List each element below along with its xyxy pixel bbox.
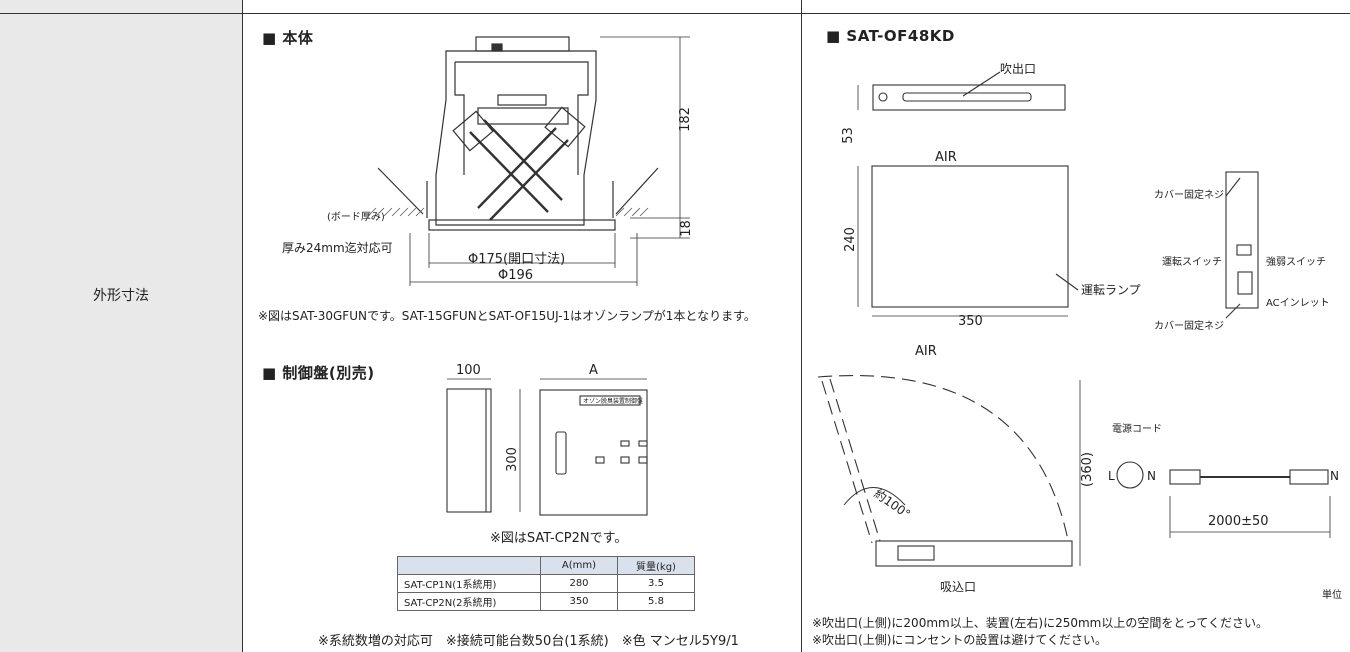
- dim-flange-18: 18: [678, 220, 694, 237]
- table-row: SAT-CP2N(2系統用) 350 5.8: [397, 592, 695, 611]
- control-panel-drawing: [446, 378, 648, 516]
- unit-label: 単位: [1322, 590, 1342, 601]
- dim-depth-100: 100: [456, 363, 481, 378]
- main-unit-heading: ■ 本体: [262, 29, 314, 47]
- dim-height-300: 300: [504, 447, 520, 472]
- table-cell: 280: [540, 574, 618, 593]
- control-panel-caption: ※図はSAT-CP2Nです。: [490, 531, 628, 546]
- table-header-cell: A(mm): [540, 556, 618, 575]
- panel-label: オゾン脱臭装置制御盤: [583, 398, 644, 405]
- top-rule: [0, 13, 1350, 14]
- cord-length: 2000±50: [1208, 514, 1269, 529]
- of48-heading: ■ SAT-OF48KD: [826, 27, 955, 45]
- divider-middle: [801, 0, 802, 652]
- table-header-row: A(mm) 質量(kg): [397, 556, 695, 575]
- table-header-cell: [397, 556, 541, 575]
- table-cell: 3.5: [617, 574, 695, 593]
- dim-350: 350: [958, 314, 983, 329]
- outlet-label: 吹出口: [1000, 62, 1037, 76]
- row-label-cell: [0, 0, 242, 652]
- table-cell: SAT-CP2N(2系統用): [397, 592, 541, 611]
- ac-inlet-label: ACインレット: [1266, 298, 1330, 309]
- plug-l-label: L: [1108, 469, 1115, 483]
- table-header-cell: 質量(kg): [617, 556, 695, 575]
- table-row: SAT-CP1N(1系統用) 280 3.5: [397, 574, 695, 593]
- dim-360: (360): [1079, 452, 1095, 487]
- dim-240: 240: [842, 227, 858, 252]
- dim-opening: Φ175(開口寸法): [468, 252, 566, 267]
- control-panel-footnote: ※系統数増の対応可 ※接続可能台数50台(1系統) ※色 マンセル5Y9/1: [318, 634, 739, 649]
- dim-outer: Φ196: [498, 268, 534, 283]
- cord-title: 電源コード: [1112, 424, 1162, 435]
- row-label: 外形寸法: [93, 288, 149, 304]
- of48-note-2: ※吹出口(上側)にコンセントの設置は避けてください。: [812, 633, 1108, 647]
- main-unit-drawing: [367, 36, 690, 286]
- cover-screw-top-label: カバー固定ネジ: [1154, 190, 1224, 201]
- of48-note-1: ※吹出口(上側)に200mm以上、装置(左右)に250mm以上の空間をとってくだ…: [812, 616, 1269, 630]
- board-label: (ボード厚み): [327, 212, 385, 223]
- air-top-label: AIR: [935, 150, 957, 165]
- table-cell: SAT-CP1N(1系統用): [397, 574, 541, 593]
- plug-n2-label: N: [1330, 469, 1339, 483]
- plug-n-label: N: [1147, 469, 1156, 483]
- dim-height-182: 182: [677, 107, 693, 132]
- control-panel-heading: ■ 制御盤(別売): [262, 364, 375, 382]
- air-bottom-label: AIR: [915, 344, 937, 359]
- main-unit-note: ※図はSAT-30GFUNです。SAT-15GFUNとSAT-OF15UJ-1は…: [258, 309, 756, 323]
- dim-53: 53: [840, 127, 856, 144]
- table-cell: 350: [540, 592, 618, 611]
- dim-width-a: A: [589, 363, 598, 378]
- of48-drawing: [817, 71, 1331, 567]
- cover-screw-bottom-label: カバー固定ネジ: [1154, 321, 1224, 332]
- lamp-label: 運転ランプ: [1081, 283, 1141, 297]
- table-cell: 5.8: [617, 592, 695, 611]
- control-panel-spec-table: A(mm) 質量(kg) SAT-CP1N(1系統用) 280 3.5 SAT-…: [397, 556, 695, 611]
- run-switch-label: 運転スイッチ: [1162, 257, 1222, 268]
- intake-label: 吸込口: [940, 580, 977, 594]
- board-note: 厚み24mm迄対応可: [282, 241, 393, 255]
- power-switch-label: 強弱スイッチ: [1266, 257, 1326, 268]
- divider-left: [242, 0, 243, 652]
